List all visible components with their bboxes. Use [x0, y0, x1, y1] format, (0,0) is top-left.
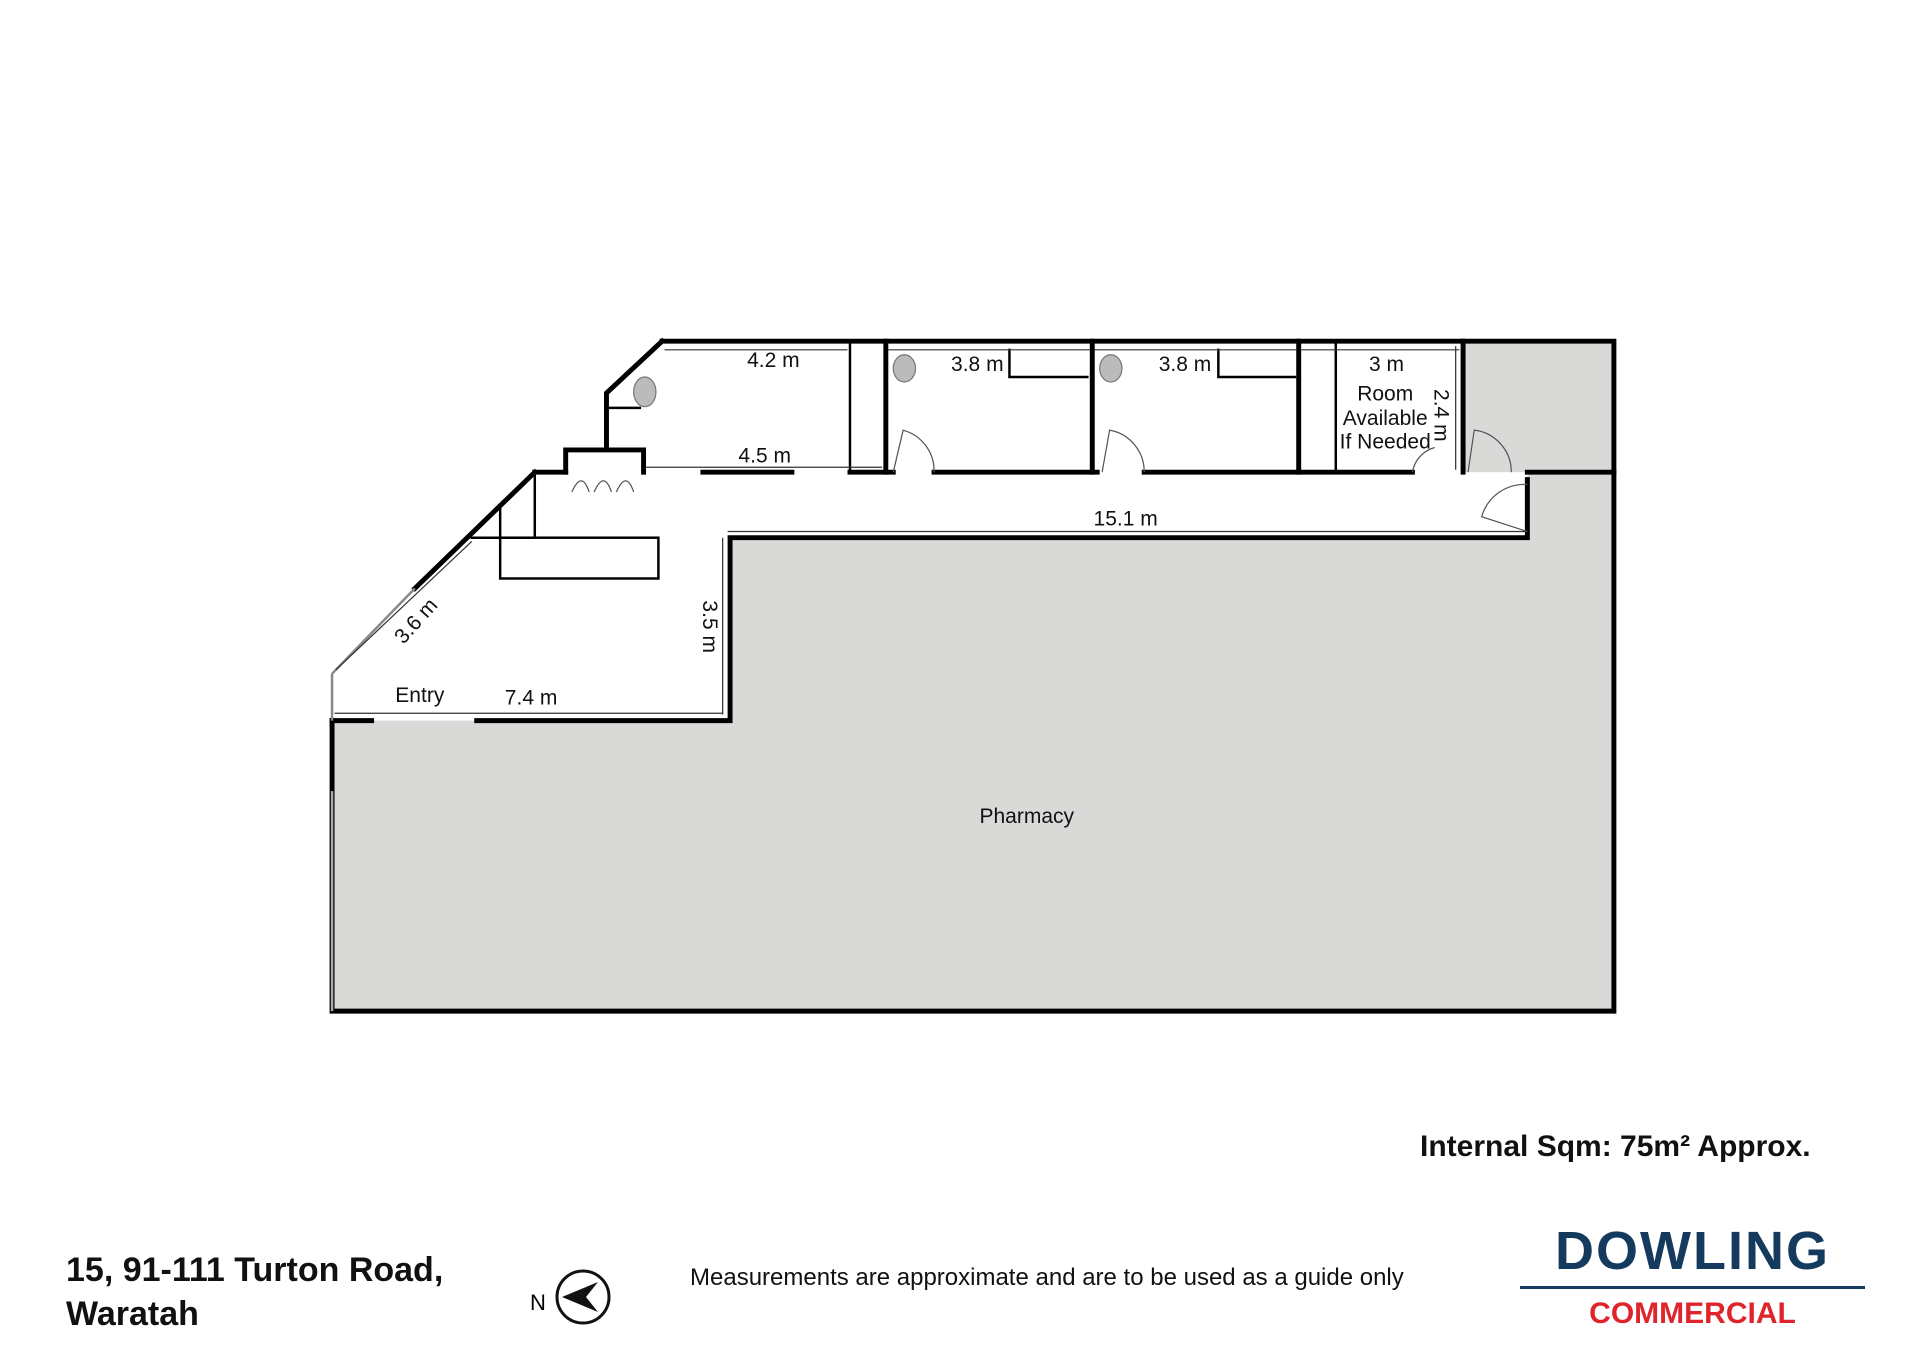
internal-area: Internal Sqm: 75m² Approx.: [1420, 1130, 1811, 1163]
north-label: N: [530, 1290, 546, 1315]
brand-top: DOWLING: [1555, 1221, 1830, 1281]
north-arrow-icon: [555, 1269, 611, 1325]
dimension-lines: [334, 346, 1525, 715]
brand-logo: DOWLING COMMERCIAL: [1520, 1222, 1865, 1331]
dim-label: 3.6 m: [390, 594, 442, 648]
sink-icon: [1099, 354, 1123, 383]
brand-bottom: COMMERCIAL: [1589, 1297, 1796, 1330]
dim-label: 3.8 m: [951, 353, 1004, 376]
sinks: [633, 354, 1123, 408]
sink-icon: [892, 354, 917, 383]
side-room-floor: [1465, 341, 1614, 473]
dim-label: 4.2 m: [747, 349, 800, 372]
address: 15, 91-111 Turton Road, Waratah: [66, 1248, 443, 1336]
room-label-available: Available: [1343, 407, 1428, 430]
disclaimer: Measurements are approximate and are to …: [690, 1264, 1404, 1291]
room-label-pharmacy: Pharmacy: [979, 805, 1074, 828]
north-indicator: N: [528, 1264, 618, 1330]
room-label-available: If Needed: [1340, 431, 1431, 454]
dim-label: 3 m: [1369, 353, 1404, 376]
pharmacy-floor: [332, 472, 1614, 1012]
address-line-1: 15, 91-111 Turton Road,: [66, 1251, 444, 1289]
dim-label: 2.4 m: [1430, 389, 1453, 442]
doors: [571, 429, 1528, 533]
dim-label: 4.5 m: [738, 444, 791, 467]
dim-label: 3.8 m: [1159, 353, 1212, 376]
dim-label: 15.1 m: [1094, 507, 1158, 530]
room-label-entry: Entry: [395, 684, 445, 707]
dim-label: 3.5 m: [698, 600, 721, 653]
sink-icon: [633, 376, 657, 408]
address-line-2: Waratah: [66, 1295, 199, 1333]
dim-label: 7.4 m: [505, 687, 558, 710]
room-label-available: Room: [1357, 382, 1413, 405]
thin-walls: [330, 341, 1338, 1012]
brand-divider: [1520, 1286, 1865, 1289]
